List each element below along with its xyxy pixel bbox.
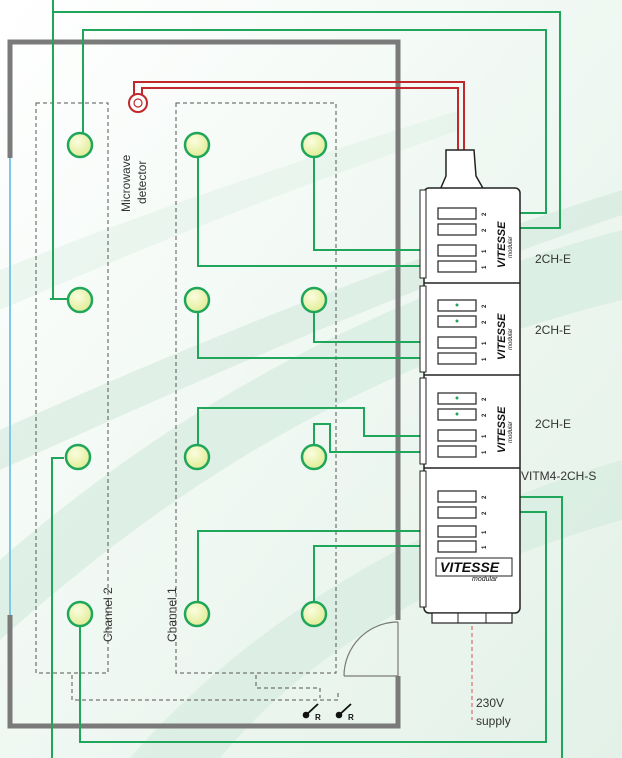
- supply-label-line1: 230V: [476, 696, 504, 710]
- svg-text:2: 2: [482, 495, 488, 499]
- port-numbers: 2 2 1 1 2 2 1 1 2 2 1 1 2 2 1 1: [482, 212, 488, 549]
- module-label-3: 2CH-E: [535, 417, 571, 431]
- lamp: [183, 286, 211, 314]
- svg-text:1: 1: [482, 341, 488, 345]
- lamp: [300, 600, 328, 628]
- detector-cable: [133, 81, 465, 150]
- microwave-detector-icon: [128, 93, 148, 113]
- svg-text:1: 1: [482, 265, 488, 269]
- channel-zones: [35, 102, 473, 720]
- module-brand-logos: VITESSE modular VITESSE modular VITESSE …: [435, 221, 514, 583]
- svg-text:2: 2: [482, 511, 488, 515]
- lamps: [64, 131, 328, 628]
- svg-text:VITESSE: VITESSE: [496, 221, 508, 268]
- lamp: [300, 131, 328, 159]
- svg-text:R: R: [348, 713, 354, 722]
- svg-text:VITESSE: VITESSE: [496, 406, 508, 453]
- channel-1-label: Channel 1: [165, 587, 179, 642]
- svg-text:2: 2: [482, 397, 488, 401]
- lamp: [300, 286, 328, 314]
- terminal-dots: [455, 303, 459, 416]
- lamp: [183, 600, 211, 628]
- lamp: [66, 286, 94, 314]
- door: [343, 621, 399, 677]
- svg-text:2: 2: [482, 320, 488, 324]
- module-label-2: 2CH-E: [535, 323, 571, 337]
- lamp: [300, 443, 328, 471]
- svg-text:R: R: [315, 713, 321, 722]
- room-walls: [7, 39, 401, 729]
- svg-text:VITESSE: VITESSE: [440, 559, 500, 575]
- lamp: [66, 131, 94, 159]
- detector-label-line1: Microwave: [119, 154, 133, 212]
- svg-text:1: 1: [482, 545, 488, 549]
- switch-icon: R: [335, 703, 354, 722]
- lamp: [64, 443, 92, 471]
- lamp: [66, 600, 94, 628]
- svg-text:2: 2: [482, 304, 488, 308]
- wiring: [50, 0, 563, 758]
- svg-text:VITESSE: VITESSE: [496, 313, 508, 360]
- svg-text:2: 2: [482, 212, 488, 216]
- supply-label-line2: supply: [476, 714, 511, 728]
- channel-2-label: Channel 2: [101, 587, 115, 642]
- switch-icon: R: [302, 703, 321, 722]
- svg-text:1: 1: [482, 249, 488, 253]
- svg-text:1: 1: [482, 357, 488, 361]
- svg-text:modular: modular: [508, 420, 514, 443]
- lamp: [183, 131, 211, 159]
- svg-text:modular: modular: [472, 576, 498, 583]
- lamp: [183, 443, 211, 471]
- svg-text:modular: modular: [508, 235, 514, 258]
- module-label-4: VITM4-2CH-S: [521, 469, 596, 483]
- svg-text:1: 1: [482, 530, 488, 534]
- svg-text:1: 1: [482, 450, 488, 454]
- svg-text:2: 2: [482, 228, 488, 232]
- svg-text:2: 2: [482, 413, 488, 417]
- svg-text:modular: modular: [508, 327, 514, 350]
- svg-text:1: 1: [482, 434, 488, 438]
- detector-label-line2: detector: [135, 161, 149, 204]
- module-label-1: 2CH-E: [535, 252, 571, 266]
